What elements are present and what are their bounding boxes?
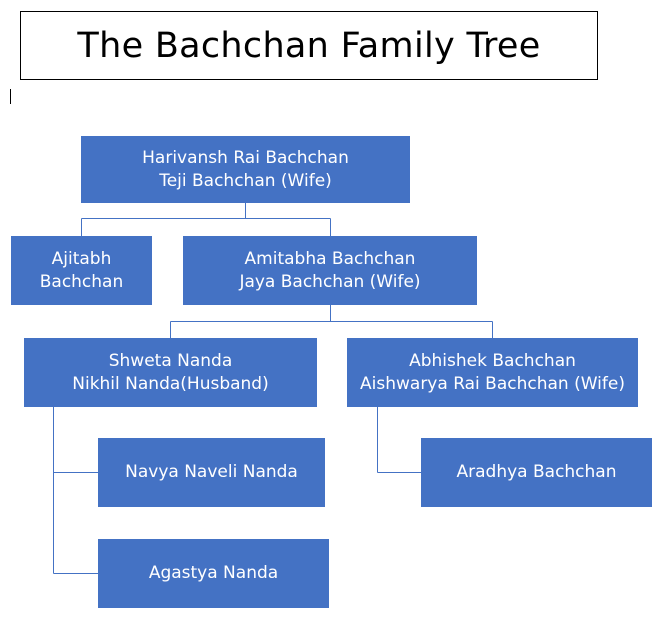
node-line-1: Aradhya Bachchan: [456, 462, 617, 482]
node-line-1: Navya Naveli Nanda: [125, 462, 298, 482]
node-line-1: Amitabha Bachchan: [244, 248, 416, 269]
node-line-1: Ajitabh: [51, 248, 112, 269]
node-line-2: Aishwarya Rai Bachchan (Wife): [360, 373, 625, 394]
node-line-2: Teji Bachchan (Wife): [159, 170, 332, 191]
node-ajitabh-bachchan: Ajitabh Bachchan: [11, 236, 152, 305]
text-cursor: [10, 89, 11, 104]
node-aradhya-bachchan: Aradhya Bachchan: [421, 438, 652, 507]
node-agastya-nanda: Agastya Nanda: [98, 539, 329, 608]
diagram-title: The Bachchan Family Tree: [20, 11, 598, 80]
node-navya-naveli-nanda: Navya Naveli Nanda: [98, 438, 325, 507]
node-line-2: Jaya Bachchan (Wife): [239, 271, 421, 292]
node-line-1: Abhishek Bachchan: [409, 350, 576, 371]
node-line-2: Bachchan: [39, 271, 124, 292]
node-line-1: Shweta Nanda: [108, 350, 233, 371]
node-line-1: Agastya Nanda: [148, 563, 279, 583]
node-line-2: Nikhil Nanda(Husband): [72, 373, 269, 394]
node-harivansh-rai-bachchan: Harivansh Rai Bachchan Teji Bachchan (Wi…: [81, 136, 410, 203]
node-abhishek-bachchan: Abhishek Bachchan Aishwarya Rai Bachchan…: [347, 338, 638, 407]
node-shweta-nanda: Shweta Nanda Nikhil Nanda(Husband): [24, 338, 317, 407]
node-line-1: Harivansh Rai Bachchan: [142, 147, 349, 168]
node-amitabha-bachchan: Amitabha Bachchan Jaya Bachchan (Wife): [183, 236, 477, 305]
